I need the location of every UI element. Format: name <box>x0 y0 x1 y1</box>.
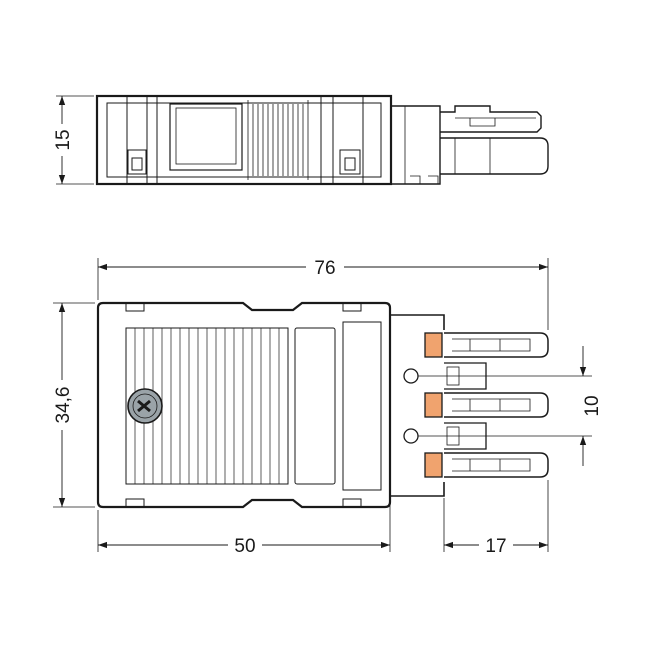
dim-body-length: 50 <box>97 500 391 557</box>
dim-label-76: 76 <box>314 258 335 279</box>
top-view-window <box>169 103 243 171</box>
dim-label-17: 17 <box>485 536 506 557</box>
front-view-pin-3 <box>444 452 549 478</box>
top-view-ribs <box>247 100 309 180</box>
dim-pin-length: 17 <box>443 480 549 557</box>
circle-icon <box>403 428 419 444</box>
contact-marker-2 <box>424 392 443 418</box>
contact-marker-1 <box>424 332 443 358</box>
screw-head-icon <box>127 388 163 424</box>
top-view-pin-housing <box>391 105 441 185</box>
front-view-pin-2 <box>444 392 549 418</box>
dim-overall-length: 76 <box>97 256 549 330</box>
front-view-pin-1 <box>444 332 549 358</box>
top-view-inner-frame <box>106 102 382 178</box>
dim-pin-pitch: 10 <box>418 346 603 466</box>
dim-width: 34,6 <box>53 302 95 508</box>
front-view-side-panel <box>342 321 382 491</box>
top-view: 15 <box>53 94 549 186</box>
contact-marker-3 <box>424 452 443 478</box>
dim-label-50: 50 <box>234 536 255 557</box>
dim-label-10: 10 <box>582 395 603 416</box>
front-view-ribs <box>134 328 280 484</box>
top-view-body <box>95 94 393 186</box>
front-view-pin-housing <box>389 314 445 497</box>
front-view-label-field <box>294 327 336 485</box>
front-view: 76 34,6 10 50 <box>53 256 603 557</box>
front-view-clips <box>125 302 362 508</box>
top-view-left-latch <box>126 96 158 184</box>
top-view-right-latch <box>320 96 364 184</box>
dim-label-34-6: 34,6 <box>53 387 74 424</box>
top-view-pins <box>440 105 549 175</box>
dim-label-15: 15 <box>53 129 74 150</box>
circle-icon <box>403 368 419 384</box>
dim-height-top-view: 15 <box>53 95 94 185</box>
